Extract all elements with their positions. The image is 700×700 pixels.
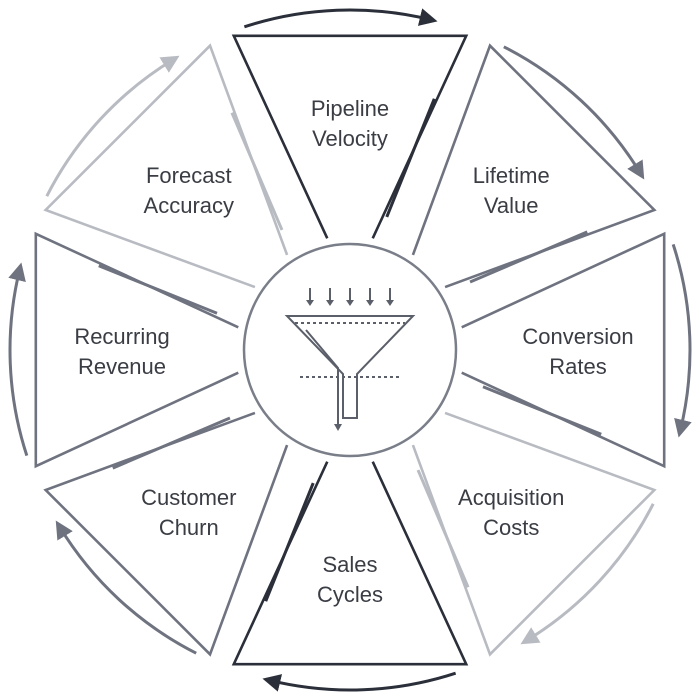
segment-label-line1: Forecast <box>146 163 232 188</box>
segment-divider <box>112 416 231 470</box>
cycle-arrow <box>8 262 29 457</box>
segment-label-line1: Sales <box>322 552 377 577</box>
center-circle <box>242 242 458 458</box>
segment-divider <box>416 469 470 588</box>
segment-label-line1: Conversion <box>522 324 633 349</box>
segment-label-line2: Accuracy <box>144 193 234 218</box>
segment-label-line2: Velocity <box>312 126 388 151</box>
cycle-arrow <box>520 503 655 645</box>
segment-label-line2: Costs <box>483 515 539 540</box>
segment-divider <box>264 482 315 602</box>
segment-divider <box>385 98 436 218</box>
cycle-arrow <box>503 45 645 180</box>
segment-label-line1: Customer <box>141 485 236 510</box>
segment-label-line1: Lifetime <box>473 163 550 188</box>
segment-label-line2: Churn <box>159 515 219 540</box>
segment-label-line2: Rates <box>549 354 606 379</box>
segment-label-line1: Recurring <box>74 324 169 349</box>
segment-label-line1: Pipeline <box>311 96 389 121</box>
cycle-arrow <box>243 8 438 29</box>
cycle-arrow <box>262 671 457 692</box>
funnel-icon <box>284 288 416 431</box>
segment-divider <box>469 230 588 284</box>
segment-divider <box>230 112 284 231</box>
segment-label-line2: Cycles <box>317 582 383 607</box>
cycle-arrow <box>45 55 180 197</box>
segment-label-line2: Value <box>484 193 539 218</box>
funnel-inner-flow <box>305 329 339 418</box>
segment-divider <box>98 264 218 315</box>
segment-divider <box>482 385 602 436</box>
input-arrows <box>306 288 394 306</box>
center-hub <box>242 242 458 458</box>
segment-label-line1: Acquisition <box>458 485 564 510</box>
cycle-arrow <box>55 520 197 655</box>
funnel-body <box>284 315 416 419</box>
cycle-arrow <box>671 243 692 438</box>
segment-label-line2: Revenue <box>78 354 166 379</box>
